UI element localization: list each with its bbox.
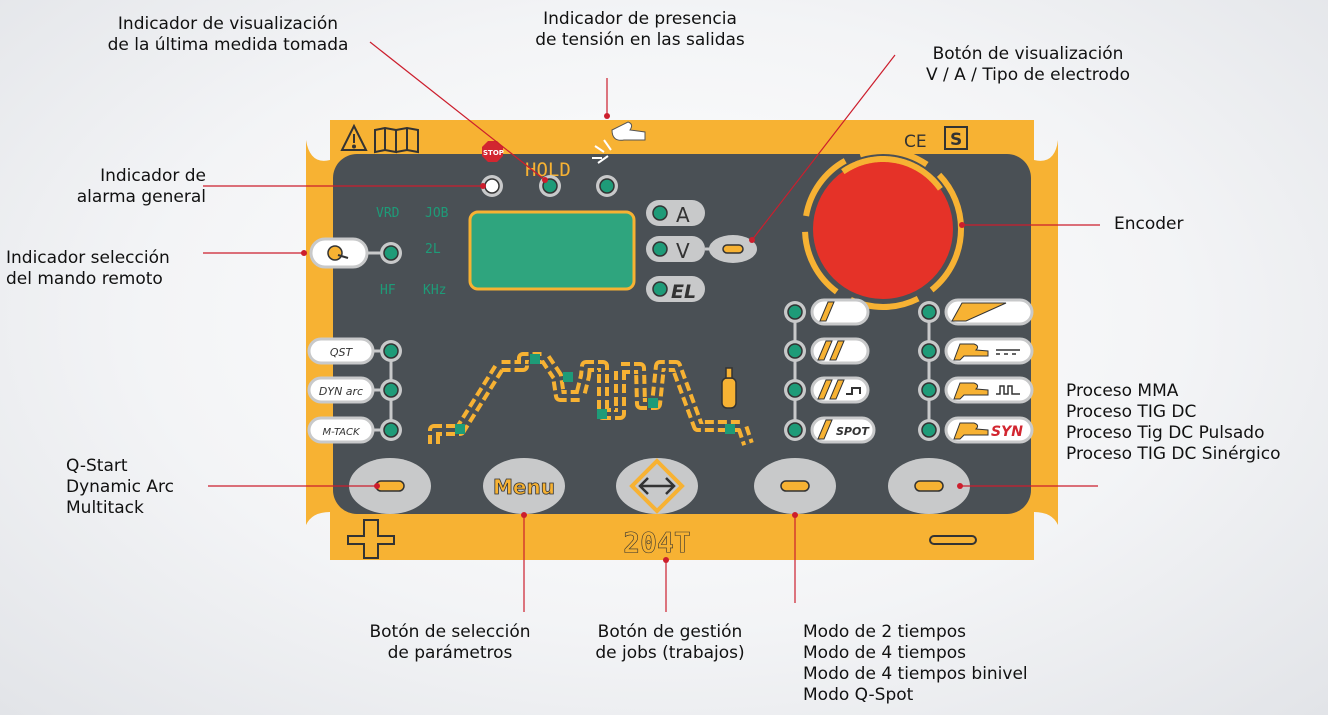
manual-book-icon xyxy=(374,126,419,154)
svg-text:M-TACK: M-TACK xyxy=(322,427,361,438)
svg-text:STOP: STOP xyxy=(483,149,504,157)
job-button[interactable] xyxy=(616,458,698,514)
minus-icon xyxy=(929,535,977,545)
svg-text:DYN arc: DYN arc xyxy=(319,385,363,398)
tag-hf: HF xyxy=(380,283,396,298)
mode-4t-bilevel-icon xyxy=(810,376,870,404)
digital-display xyxy=(468,210,636,291)
indicator-ampere: A xyxy=(646,200,705,227)
mode-4t-icon xyxy=(810,337,870,365)
plus-icon xyxy=(347,519,395,559)
svg-text:QST: QST xyxy=(330,346,354,359)
process-button[interactable] xyxy=(888,458,970,514)
menu-button[interactable]: Menu xyxy=(483,458,565,514)
process-led-column xyxy=(918,301,940,441)
leader-dots xyxy=(301,113,965,563)
led-remote xyxy=(380,242,402,264)
indicator-volt: V xyxy=(646,236,705,263)
svg-text:Menu: Menu xyxy=(493,475,555,499)
svg-text:SPOT: SPOT xyxy=(836,425,870,438)
tag-vrd: VRD xyxy=(376,206,400,221)
tag-job: JOB xyxy=(425,206,449,221)
svg-text:V: V xyxy=(676,239,690,263)
left-led-column xyxy=(373,340,402,441)
left-function-button[interactable] xyxy=(349,458,431,514)
svg-text:A: A xyxy=(676,203,690,227)
remote-select-button[interactable] xyxy=(309,237,369,269)
encoder-knob[interactable] xyxy=(802,132,964,310)
model-label: 204T xyxy=(623,526,690,559)
m-tack-button[interactable]: M-TACK xyxy=(307,416,375,444)
hold-text: HOLD xyxy=(525,159,571,181)
weld-cycle-waveform xyxy=(428,352,754,446)
dyn-arc-button[interactable]: DYN arc xyxy=(307,376,375,404)
svg-text:CE: CE xyxy=(904,132,927,152)
mode-button[interactable] xyxy=(754,458,836,514)
mode-led-column xyxy=(784,301,806,441)
s-mark: S xyxy=(944,126,968,150)
led-voltage xyxy=(596,175,618,197)
process-tig-dc-icon xyxy=(944,337,1034,365)
mode-2t-icon xyxy=(810,298,870,326)
mode-spot-icon: SPOT xyxy=(810,416,876,444)
qst-button[interactable]: QST xyxy=(307,337,375,365)
gas-bottle-icon xyxy=(721,367,737,409)
leader-lines xyxy=(203,41,1100,612)
process-tig-pulse-icon xyxy=(944,376,1034,404)
warning-icon xyxy=(340,123,368,151)
ce-mark: CE xyxy=(904,132,927,152)
tag-khz: KHz xyxy=(423,283,446,298)
torch-icon xyxy=(592,121,646,164)
svg-text:EL: EL xyxy=(671,281,696,303)
stop-sign-icon: STOP xyxy=(482,141,504,162)
process-tig-syn-icon: SYN xyxy=(944,416,1034,444)
display-mode-button[interactable] xyxy=(709,235,757,263)
label-encoder: Encoder xyxy=(1114,214,1184,234)
svg-text:S: S xyxy=(950,130,962,150)
process-mma-icon xyxy=(944,298,1034,326)
indicator-electrode: EL xyxy=(646,276,705,303)
svg-text:SYN: SYN xyxy=(991,424,1023,440)
tag-2l: 2L xyxy=(425,242,441,257)
